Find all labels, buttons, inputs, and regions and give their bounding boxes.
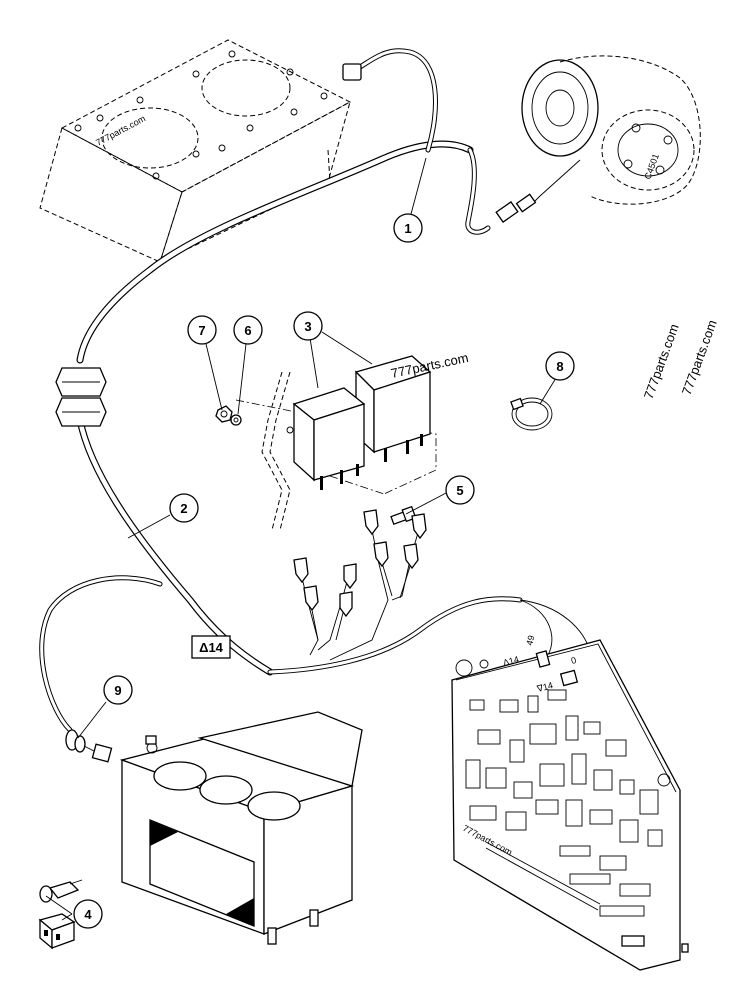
- hose-clamp: [510, 397, 553, 431]
- callout-8: 8: [545, 351, 575, 381]
- svg-text:Δ14: Δ14: [199, 640, 224, 655]
- callout-6: 6: [233, 315, 263, 345]
- circuit-board: 777parts.com: [451, 639, 689, 971]
- splice-connector: [55, 367, 107, 427]
- board-connectors: 49 Δ14 0 ∇14: [502, 634, 579, 694]
- relay-front: [292, 387, 366, 490]
- pin-label-0: 0: [570, 655, 577, 666]
- note-delta-14: Δ14: [191, 635, 231, 659]
- pin-label-nabla-14: ∇14: [535, 680, 554, 694]
- pin-label-delta-14: Δ14: [502, 654, 520, 668]
- pin-label-49: 49: [524, 634, 536, 646]
- callout-9: 9: [103, 675, 133, 705]
- svg-text:2: 2: [180, 501, 187, 516]
- terminal-and-plug: [38, 879, 83, 950]
- callout-1: 1: [393, 213, 423, 243]
- svg-text:1: 1: [404, 221, 411, 236]
- callout-7: 7: [187, 315, 217, 345]
- compressor: C4501: [495, 55, 701, 223]
- control-module-box: [119, 711, 363, 945]
- svg-text:3: 3: [304, 319, 311, 334]
- svg-text:8: 8: [556, 359, 563, 374]
- watermark-top-left: 777parts.com: [94, 113, 147, 147]
- nut-and-washer: [215, 405, 242, 426]
- blower-housing: 777parts.com: [39, 39, 352, 263]
- grommet-connector: [65, 729, 113, 763]
- callout-2: 2: [169, 493, 199, 523]
- relay-terminals: [293, 509, 427, 661]
- main-harness: [39, 48, 591, 733]
- watermark-right-a: 777parts.com: [641, 322, 682, 401]
- watermark-right-b: 777parts.com: [679, 318, 720, 397]
- svg-text:7: 7: [198, 323, 205, 338]
- svg-text:9: 9: [114, 683, 121, 698]
- callout-5: 5: [445, 475, 475, 505]
- svg-text:4: 4: [84, 907, 92, 922]
- top-connector: [342, 63, 362, 81]
- callout-3: 3: [293, 311, 323, 341]
- board-components: [465, 689, 663, 917]
- svg-text:6: 6: [244, 323, 251, 338]
- svg-text:5: 5: [456, 483, 463, 498]
- callout-4: 4: [73, 899, 103, 929]
- callout-leaders: [45, 157, 557, 921]
